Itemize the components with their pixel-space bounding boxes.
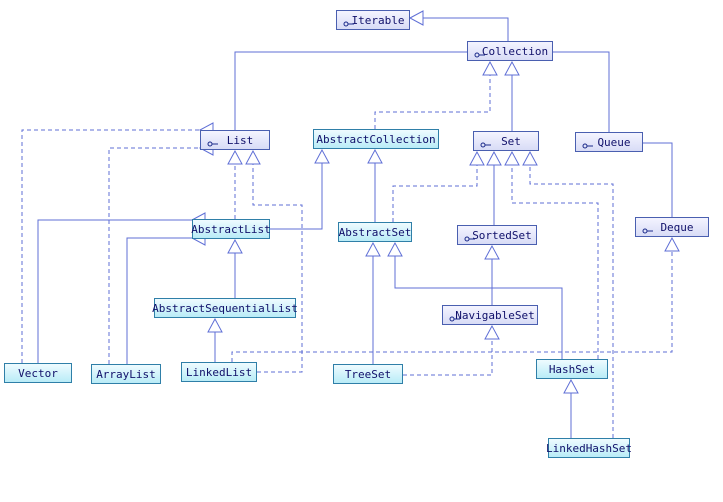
node-label: NavigableSet xyxy=(455,308,535,322)
node-linkedlist[interactable]: LinkedList xyxy=(181,362,257,382)
generalization-arrowhead xyxy=(408,10,424,26)
generalization-arrowhead xyxy=(504,60,520,76)
interface-icon xyxy=(582,139,593,149)
node-list[interactable]: List xyxy=(200,130,270,150)
edge-vector-to-abstractlist xyxy=(37,212,206,363)
node-set[interactable]: Set xyxy=(473,131,539,151)
node-label: SortedSet xyxy=(472,228,532,242)
edge-abstractcollection-to-collection xyxy=(374,60,498,129)
generalization-arrowhead xyxy=(486,150,502,166)
node-collection[interactable]: Collection xyxy=(467,41,553,61)
node-treeset[interactable]: TreeSet xyxy=(333,364,403,384)
edge-abstractsequentiallist-to-abstractlist xyxy=(227,238,243,298)
node-hashset[interactable]: HashSet xyxy=(536,359,608,379)
edge-hashset-to-set xyxy=(504,150,599,359)
edge-collection-to-iterable xyxy=(408,10,509,41)
node-label: ArrayList xyxy=(96,367,156,381)
edge-abstractlist-to-list xyxy=(227,149,243,219)
interface-icon xyxy=(449,312,460,322)
generalization-arrowhead xyxy=(314,148,330,164)
edge-linkedlist-to-deque xyxy=(231,236,680,362)
generalization-arrowhead xyxy=(387,241,403,257)
interface-icon xyxy=(464,232,475,242)
generalization-arrowhead xyxy=(207,317,223,333)
node-label: TreeSet xyxy=(344,367,392,381)
edge-treeset-to-navigableset xyxy=(403,324,500,376)
node-deque[interactable]: Deque xyxy=(635,217,709,237)
node-vector[interactable]: Vector xyxy=(4,363,72,383)
node-label: AbstractCollection xyxy=(316,132,436,146)
interface-icon xyxy=(207,137,218,147)
generalization-arrowhead xyxy=(482,60,498,76)
edge-abstractlist-to-abstractcollection xyxy=(270,148,330,230)
generalization-arrowhead xyxy=(469,150,485,166)
node-abstractcollection[interactable]: AbstractCollection xyxy=(313,129,439,149)
interface-icon xyxy=(480,138,491,148)
generalization-arrowhead xyxy=(245,149,261,165)
generalization-arrowhead xyxy=(484,324,500,340)
node-label: Deque xyxy=(660,220,694,234)
node-label: Collection xyxy=(481,44,549,58)
generalization-arrowhead xyxy=(227,238,243,254)
node-abstractlist[interactable]: AbstractList xyxy=(191,219,271,239)
node-label: HashSet xyxy=(548,362,596,376)
edge-linkedlist-to-abstractsequentiallist xyxy=(207,317,223,362)
interface-icon xyxy=(642,224,653,234)
generalization-arrowhead xyxy=(367,148,383,164)
edge-abstractset-to-abstractcollection xyxy=(367,148,383,222)
node-label: List xyxy=(226,133,254,147)
node-label: Iterable xyxy=(351,13,405,27)
edge-vector-to-list xyxy=(21,122,214,363)
node-label: Queue xyxy=(597,135,631,149)
edge-linkedhashset-to-set xyxy=(522,150,614,438)
edge-linkedhashset-to-hashset xyxy=(563,378,579,438)
generalization-arrowhead xyxy=(563,378,579,394)
generalization-arrowhead xyxy=(365,241,381,257)
node-sortedset[interactable]: SortedSet xyxy=(457,225,537,245)
edge-sortedset-to-set xyxy=(486,150,502,225)
edge-arraylist-to-list xyxy=(108,140,214,364)
node-label: AbstractSequentialList xyxy=(152,301,298,315)
edge-abstractset-to-set xyxy=(392,150,485,222)
node-label: AbstractSet xyxy=(338,225,412,239)
node-label: LinkedList xyxy=(185,365,253,379)
generalization-arrowhead xyxy=(504,150,520,166)
edge-navigableset-to-sortedset xyxy=(484,244,500,305)
interface-icon xyxy=(343,17,354,27)
edge-linkedlist-to-list xyxy=(245,149,303,373)
node-navigableset[interactable]: NavigableSet xyxy=(442,305,538,325)
generalization-arrowhead xyxy=(664,236,680,252)
interface-icon xyxy=(474,48,485,58)
node-arraylist[interactable]: ArrayList xyxy=(91,364,161,384)
node-iterable[interactable]: Iterable xyxy=(336,10,410,30)
node-linkedhashset[interactable]: LinkedHashSet xyxy=(545,438,633,458)
node-label: Vector xyxy=(18,366,58,380)
generalization-arrowhead xyxy=(227,149,243,165)
generalization-arrowhead xyxy=(522,150,538,166)
generalization-arrowhead xyxy=(484,244,500,260)
node-abstractset[interactable]: AbstractSet xyxy=(338,222,412,242)
edge-set-to-collection xyxy=(504,60,520,131)
edge-hashset-to-abstractset xyxy=(387,241,563,359)
node-label: Set xyxy=(501,134,521,148)
node-abstractsequentiallist[interactable]: AbstractSequentialList xyxy=(152,298,298,318)
node-label: LinkedHashSet xyxy=(545,441,633,455)
edge-list-to-collection xyxy=(234,44,481,130)
node-queue[interactable]: Queue xyxy=(575,132,643,152)
node-label: AbstractList xyxy=(191,222,271,236)
edge-treeset-to-abstractset xyxy=(365,241,381,364)
